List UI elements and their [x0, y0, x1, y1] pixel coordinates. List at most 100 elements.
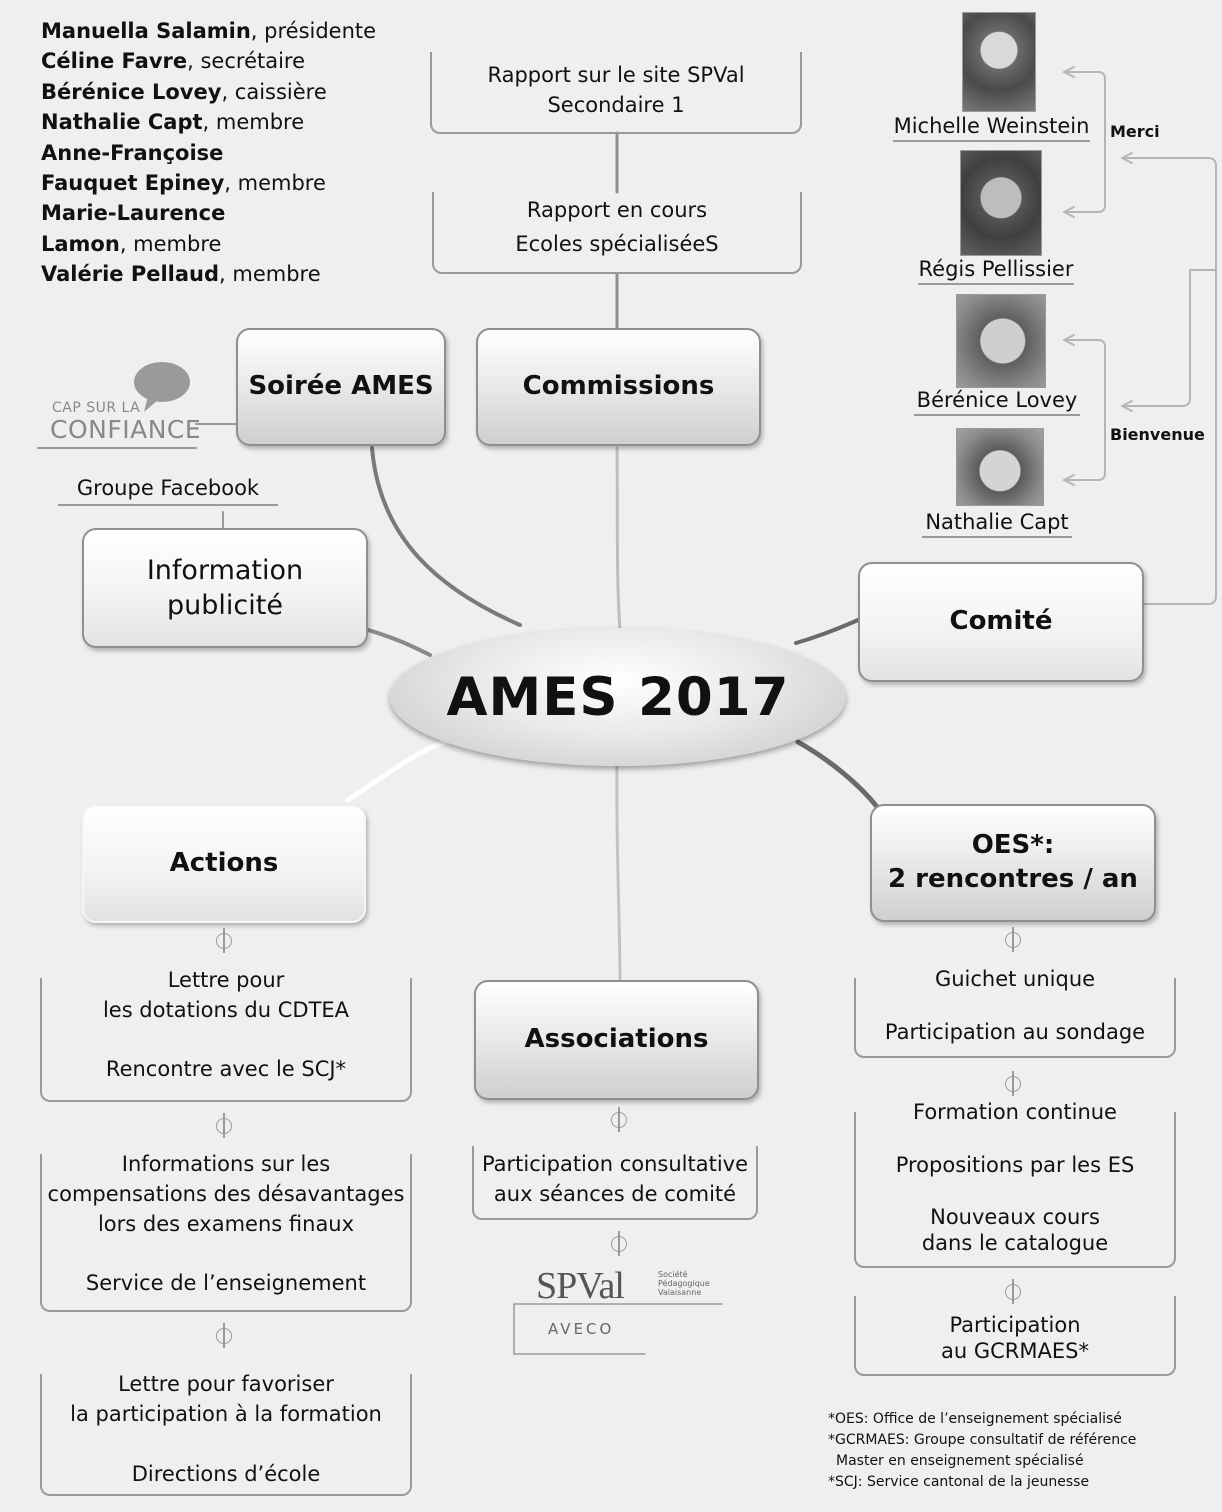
- action-box-text: Lettre pour favoriser la participation à…: [40, 1370, 412, 1489]
- footnotes: *OES: Office de l’enseignement spécialis…: [828, 1409, 1136, 1493]
- connector-circle-icon: [216, 928, 232, 953]
- box-line: lors des examens finaux: [97, 1211, 355, 1236]
- box-line: au GCRMAES*: [941, 1339, 1089, 1364]
- cap-confiance-logo: CAP SUR LA CONFIANCE: [40, 360, 202, 446]
- box-line: Directions d’école: [131, 1461, 321, 1486]
- connector-circle-icon: [1005, 1071, 1021, 1096]
- committee-member-list: Manuella Salamin, présidente Céline Favr…: [41, 16, 376, 290]
- central-title: AMES 2017: [446, 666, 790, 728]
- merci-label: Merci: [1110, 122, 1160, 141]
- member-row: Manuella Salamin, présidente: [41, 19, 377, 43]
- member-row: Marie-Laurence: [41, 201, 226, 226]
- connector-circle-icon: [1005, 1279, 1021, 1304]
- person-photo: [960, 150, 1042, 256]
- connector-circle-icon: [611, 1231, 627, 1256]
- box-line: la participation à la formation: [70, 1401, 382, 1426]
- node-label: Comité: [949, 606, 1053, 637]
- connector-circle-icon: [1005, 927, 1021, 952]
- box-line: Lettre pour favoriser: [118, 1372, 334, 1396]
- member-row: Fauquet Epiney, membre: [41, 171, 326, 196]
- oes-box-text: Guichet unique Participation au sondage: [854, 965, 1176, 1048]
- person-name: Nathalie Capt: [922, 510, 1072, 538]
- box-line: Formation continue: [913, 1100, 1117, 1124]
- logo-text: SPVal: [536, 1265, 625, 1307]
- spval-logo: SPVal Société Pédagogique Valaisanne: [536, 1264, 726, 1307]
- connector-circle-icon: [216, 1113, 232, 1138]
- node-actions[interactable]: Actions: [82, 805, 366, 923]
- node-label: Commissions: [522, 371, 715, 402]
- member-row: Nathalie Capt, membre: [41, 110, 305, 135]
- oes-box: [854, 978, 1176, 1058]
- footnote: *OES: Office de l’enseignement spécialis…: [828, 1411, 1122, 1427]
- node-associations[interactable]: Associations: [474, 980, 759, 1100]
- member-row: Lamon, membre: [41, 231, 222, 256]
- node-label: Information: [146, 554, 304, 586]
- box-line: compensations des désavantages: [47, 1181, 405, 1206]
- person-name: Bérénice Lovey: [914, 388, 1080, 416]
- node-label: Soirée AMES: [248, 371, 434, 402]
- association-box: [472, 1146, 758, 1220]
- logo-text: Valaisanne: [658, 1288, 702, 1297]
- box-line: Guichet unique: [934, 967, 1096, 991]
- central-topic[interactable]: AMES 2017: [390, 628, 846, 766]
- logo-subtext: Société Pédagogique Valaisanne: [658, 1270, 710, 1297]
- box-line: Service de l’enseignement: [85, 1271, 367, 1296]
- facebook-group-label: Groupe Facebook: [58, 476, 278, 506]
- box-line: Secondaire 1: [547, 93, 685, 118]
- person-photo: [956, 428, 1044, 506]
- oes-box: [854, 1112, 1176, 1268]
- box-line: Rapport en cours: [526, 198, 708, 222]
- action-box-text: Lettre pour les dotations du CDTEA Renco…: [40, 966, 412, 1084]
- action-box-text: Informations sur les compensations des d…: [40, 1150, 412, 1299]
- box-line: Nouveaux cours: [930, 1204, 1100, 1229]
- node-label: Actions: [169, 848, 279, 879]
- logo-text: CONFIANCE: [50, 415, 202, 444]
- oes-box-text: Formation continue Propositions par les …: [854, 1098, 1176, 1256]
- member-row: Bérénice Lovey, caissière: [41, 79, 327, 104]
- aveco-logo: AVECO: [548, 1320, 615, 1338]
- oes-box: [854, 1296, 1176, 1376]
- logo-text: Société: [658, 1270, 688, 1279]
- node-comite[interactable]: Comité: [858, 562, 1144, 682]
- action-box: [40, 1374, 412, 1496]
- footnote: Master en enseignement spécialisé: [836, 1453, 1084, 1469]
- association-box-text: Participation consultative aux séances d…: [472, 1150, 758, 1210]
- box-line: les dotations du CDTEA: [102, 997, 350, 1022]
- footnote: *GCRMAES: Groupe consultatif de référenc…: [828, 1432, 1137, 1448]
- member-row: Céline Favre, secrétaire: [41, 49, 306, 74]
- box-line: Participation consultative: [481, 1152, 749, 1176]
- box-line: Propositions par les ES: [895, 1152, 1135, 1177]
- node-label: Associations: [524, 1024, 709, 1055]
- logo-text: CAP SUR LA: [52, 400, 141, 416]
- person-photo: [956, 294, 1046, 388]
- node-commissions[interactable]: Commissions: [476, 328, 761, 446]
- person-name: Régis Pellissier: [918, 257, 1074, 285]
- node-information[interactable]: Information publicité: [82, 528, 368, 648]
- box-line: Participation au sondage: [884, 1019, 1146, 1044]
- footnote: *SCJ: Service cantonal de la jeunesse: [828, 1474, 1090, 1490]
- connector-circle-icon: [611, 1107, 627, 1132]
- commission-box-es: Rapport en cours Ecoles spécialiséeS: [432, 192, 802, 274]
- oes-box-text: Participation au GCRMAES*: [854, 1312, 1176, 1365]
- node-label: 2 rencontres / an: [888, 864, 1138, 894]
- member-row: Valérie Pellaud, membre: [41, 262, 321, 287]
- box-line: Ecoles spécialiséeS: [515, 232, 719, 257]
- node-oes[interactable]: OES*:2 rencontres / an: [870, 804, 1156, 922]
- node-soiree-ames[interactable]: Soirée AMES: [236, 328, 446, 446]
- box-line: Participation: [949, 1313, 1081, 1337]
- node-label: OES*:: [971, 830, 1055, 861]
- person-photo: [962, 12, 1036, 112]
- box-line: Rapport sur le site SPVal: [487, 63, 745, 87]
- box-line: aux séances de comité: [493, 1181, 737, 1206]
- box-line: Informations sur les: [121, 1152, 331, 1176]
- connector-circle-icon: [216, 1323, 232, 1348]
- box-line: dans le catalogue: [921, 1230, 1109, 1255]
- member-row: Anne-Françoise: [41, 140, 224, 165]
- box-line: Lettre pour: [167, 968, 285, 992]
- commission-box-spval: Rapport sur le site SPVal Secondaire 1: [430, 52, 802, 134]
- node-label: publicité: [167, 590, 283, 621]
- logo-text: Pédagogique: [658, 1279, 710, 1288]
- action-box: [40, 978, 412, 1102]
- person-name: Michelle Weinstein: [893, 114, 1090, 142]
